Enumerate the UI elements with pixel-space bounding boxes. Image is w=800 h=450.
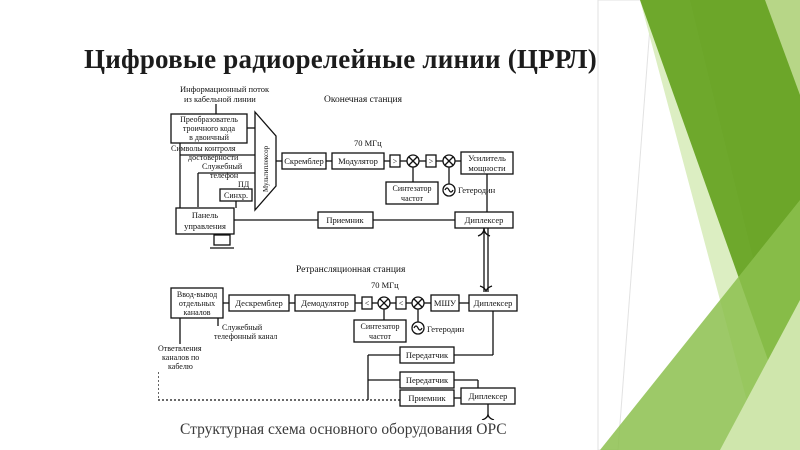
label-pd: ПД	[238, 180, 250, 189]
block-control-panel	[175, 207, 235, 235]
decor-triangle-outline	[597, 0, 653, 450]
mixer-2-cross-b	[444, 156, 454, 166]
relay-mixer-1-cross-b	[379, 298, 389, 308]
decor-triangle-soft	[720, 300, 800, 450]
label-synth-relay-2: частот	[369, 332, 391, 341]
label-panel-1: Панель	[192, 210, 218, 220]
label-io-2: отдельных	[179, 299, 215, 308]
label-diplexer-terminal: Диплексер	[465, 215, 504, 225]
diagram-caption: Структурная схема основного оборудования…	[180, 421, 507, 438]
label-diplexer-relay-2: Диплексер	[469, 391, 508, 401]
label-service-phone-2: телефон	[210, 171, 239, 180]
block-code-converter	[170, 113, 248, 144]
label-scrambler: Скремблер	[284, 156, 324, 166]
label-control-symbols-1: Символы контроля	[171, 144, 236, 153]
label-synth-terminal-1: Синтезатор	[393, 184, 432, 193]
label-panel-2: управления	[184, 221, 226, 231]
glyph-relay-amp-1: <	[365, 299, 370, 308]
label-io-3: каналов	[184, 308, 211, 317]
icon-monitor	[213, 234, 231, 246]
heading-relay-station: Ретрансляционная станция	[296, 265, 406, 275]
block-synth-relay	[353, 319, 407, 343]
label-converter-1: Преобразователь	[180, 115, 238, 124]
label-synth-relay-1: Синтезатор	[361, 322, 400, 331]
block-multiplexer	[254, 110, 277, 212]
label-modulator: Модулятор	[338, 156, 378, 166]
label-power-amp-2: мощности	[468, 163, 506, 173]
label-converter-3: в двоичный	[189, 133, 230, 142]
glyph-relay-amp-2: <	[399, 299, 404, 308]
label-multiplexer: Мультиплексор	[262, 145, 270, 192]
label-info-stream-2: из кабельной линии	[184, 94, 256, 104]
label-lna: МШУ	[434, 298, 457, 308]
label-branches-1: Ответвления	[158, 344, 202, 353]
label-io-1: Ввод-вывод	[177, 290, 217, 299]
heterodyne-relay-wave	[413, 325, 423, 331]
label-branches-3: кабелю	[168, 362, 193, 371]
label-heterodyne-relay: Гетеродин	[427, 324, 465, 334]
label-receiver-relay: Приемник	[408, 393, 446, 403]
relay-mixer-2-cross-b	[413, 298, 423, 308]
label-transmitter-1: Передатчик	[406, 350, 449, 360]
label-descrambler: Дескремблер	[235, 298, 283, 308]
glyph-amp-1: >	[393, 157, 398, 166]
label-heterodyne-terminal: Гетеродин	[458, 185, 496, 195]
label-info-stream-1: Информационный поток	[180, 84, 270, 94]
decor-triangle-mid	[600, 200, 800, 450]
label-synth-terminal-2: частот	[401, 194, 423, 203]
heading-terminal-station: Оконечная станция	[324, 95, 403, 105]
antenna-relay-top	[479, 285, 493, 293]
label-sync: Синхр.	[224, 191, 248, 200]
heterodyne-terminal-wave	[444, 187, 454, 193]
label-diplexer-relay: Диплексер	[474, 298, 513, 308]
mixer-1-cross-b	[408, 156, 418, 166]
label-freq-terminal: 70 МГц	[354, 138, 382, 148]
label-service-channel-2: телефонный канал	[214, 332, 277, 341]
block-diagram: Информационный поток из кабельной линии …	[158, 84, 518, 420]
label-demodulator: Демодулятор	[301, 298, 349, 308]
label-control-symbols-2: достоверности	[188, 153, 239, 162]
block-io-channels	[170, 287, 224, 319]
glyph-amp-2: >	[429, 157, 434, 166]
label-branches-2: каналов по	[162, 353, 199, 362]
label-transmitter-2: Передатчик	[406, 375, 449, 385]
block-synth-terminal	[385, 181, 439, 205]
label-power-amp-1: Усилитель	[468, 153, 506, 163]
label-service-channel-1: Служебный	[222, 323, 263, 332]
label-service-phone-1: Служебный	[202, 162, 243, 171]
antenna-relay-bottom	[481, 413, 495, 420]
slide-title: Цифровые радиорелейные линии (ЦРРЛ)	[84, 44, 597, 74]
label-converter-2: троичного кода	[183, 124, 236, 133]
label-freq-relay: 70 МГц	[371, 280, 399, 290]
label-receiver-terminal: Приемник	[326, 215, 364, 225]
